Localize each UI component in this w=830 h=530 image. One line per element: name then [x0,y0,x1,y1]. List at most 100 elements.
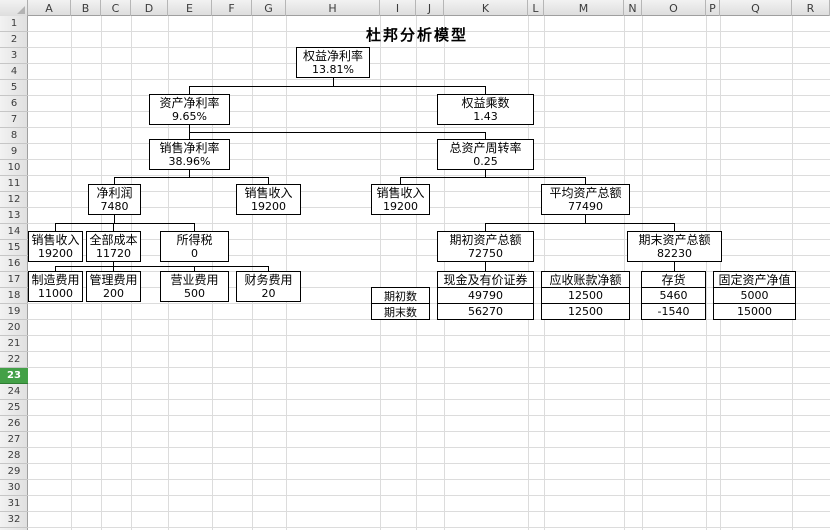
row-header-25[interactable]: 25 [0,400,28,416]
detail-value-cash-ending[interactable]: 56270 [437,303,534,320]
node-label: 全部成本 [89,233,138,247]
node-value: 19200 [38,247,73,260]
row-header-30[interactable]: 30 [0,480,28,496]
column-header-P[interactable]: P [706,0,720,16]
node-operating-expense[interactable]: 营业费用 500 [160,271,229,302]
column-header-D[interactable]: D [131,0,168,16]
row-header-20[interactable]: 20 [0,320,28,336]
row-header-10[interactable]: 10 [0,160,28,176]
node-net-profit-margin[interactable]: 销售净利率 38.96% [149,139,230,170]
node-label: 销售收入 [376,186,425,200]
detail-row-label-beginning[interactable]: 期初数 [371,287,430,304]
node-value: 200 [103,287,124,300]
row-header-15[interactable]: 15 [0,240,28,256]
column-header-R[interactable]: R [792,0,830,16]
row-header-4[interactable]: 4 [0,64,28,80]
detail-value-cash-beginning[interactable]: 49790 [437,287,534,304]
detail-col-header-fixed-assets[interactable]: 固定资产净值 [713,271,796,288]
row-header-16[interactable]: 16 [0,256,28,272]
node-sales-revenue-mid[interactable]: 销售收入 19200 [371,184,430,215]
row-header-31[interactable]: 31 [0,496,28,512]
node-total-cost[interactable]: 全部成本 11720 [86,231,141,262]
node-average-total-assets[interactable]: 平均资产总额 77490 [541,184,630,215]
row-header-18[interactable]: 18 [0,288,28,304]
row-header-14[interactable]: 14 [0,224,28,240]
row-header-3[interactable]: 3 [0,48,28,64]
node-label: 所得税 [176,233,213,247]
node-ending-total-assets[interactable]: 期末资产总额 82230 [627,231,722,262]
column-header-J[interactable]: J [416,0,444,16]
row-header-22[interactable]: 22 [0,352,28,368]
node-value: 19200 [383,200,418,213]
row-header-27[interactable]: 27 [0,432,28,448]
grid-line-vertical [416,16,417,530]
node-label: 净利润 [96,186,133,200]
column-header-F[interactable]: F [212,0,252,16]
node-value: 72750 [468,247,503,260]
column-header-A[interactable]: A [28,0,71,16]
detail-value-fixed-assets-beginning[interactable]: 5000 [713,287,796,304]
row-header-1[interactable]: 1 [0,16,28,32]
column-header-O[interactable]: O [642,0,706,16]
node-label: 平均资产总额 [549,186,622,200]
detail-value-receivables-ending[interactable]: 12500 [541,303,630,320]
detail-value-inventory-beginning[interactable]: 5460 [641,287,706,304]
row-header-7[interactable]: 7 [0,112,28,128]
row-header-21[interactable]: 21 [0,336,28,352]
row-header-17[interactable]: 17 [0,272,28,288]
column-header-N[interactable]: N [624,0,642,16]
detail-value-inventory-ending[interactable]: -1540 [641,303,706,320]
column-header-H[interactable]: H [286,0,380,16]
column-header-C[interactable]: C [101,0,131,16]
column-header-E[interactable]: E [168,0,212,16]
select-all-corner[interactable] [0,0,28,16]
row-header-11[interactable]: 11 [0,176,28,192]
column-header-L[interactable]: L [528,0,544,16]
row-header-8[interactable]: 8 [0,128,28,144]
select-all-triangle-icon [17,6,25,14]
node-label: 资产净利率 [159,96,220,110]
node-label: 销售收入 [244,186,293,200]
column-header-I[interactable]: I [380,0,416,16]
row-header-26[interactable]: 26 [0,416,28,432]
node-return-on-assets[interactable]: 资产净利率 9.65% [149,94,230,125]
detail-col-header-receivables[interactable]: 应收账款净额 [541,271,630,288]
row-header-28[interactable]: 28 [0,448,28,464]
row-header-5[interactable]: 5 [0,80,28,96]
node-label: 期末资产总额 [638,233,711,247]
node-financial-expense[interactable]: 财务费用 20 [236,271,301,302]
detail-col-header-inventory[interactable]: 存货 [641,271,706,288]
row-header-29[interactable]: 29 [0,464,28,480]
column-header-B[interactable]: B [71,0,101,16]
node-income-tax[interactable]: 所得税 0 [160,231,229,262]
node-admin-expense[interactable]: 管理费用 200 [86,271,141,302]
row-header-13[interactable]: 13 [0,208,28,224]
detail-col-header-cash[interactable]: 现金及有价证券 [437,271,534,288]
row-header-9[interactable]: 9 [0,144,28,160]
column-header-K[interactable]: K [444,0,528,16]
row-header-2[interactable]: 2 [0,32,28,48]
node-beginning-total-assets[interactable]: 期初资产总额 72750 [437,231,534,262]
row-header-23[interactable]: 23 [0,368,28,384]
detail-value-receivables-beginning[interactable]: 12500 [541,287,630,304]
node-sales-revenue-bottom[interactable]: 销售收入 19200 [28,231,83,262]
row-header-6[interactable]: 6 [0,96,28,112]
row-header-12[interactable]: 12 [0,192,28,208]
node-equity-multiplier[interactable]: 权益乘数 1.43 [437,94,534,125]
column-header-Q[interactable]: Q [720,0,792,16]
row-header-24[interactable]: 24 [0,384,28,400]
node-return-on-equity[interactable]: 权益净利率 13.81% [296,47,370,78]
column-header-G[interactable]: G [252,0,286,16]
node-total-asset-turnover[interactable]: 总资产周转率 0.25 [437,139,534,170]
detail-value-fixed-assets-ending[interactable]: 15000 [713,303,796,320]
node-sales-revenue-left[interactable]: 销售收入 19200 [236,184,301,215]
row-header-32[interactable]: 32 [0,512,28,528]
node-net-profit[interactable]: 净利润 7480 [88,184,141,215]
row-header-19[interactable]: 19 [0,304,28,320]
detail-row-label-ending[interactable]: 期末数 [371,303,430,320]
node-manufacturing-expense[interactable]: 制造费用 11000 [28,271,83,302]
node-value: 38.96% [168,155,211,168]
column-header-M[interactable]: M [544,0,624,16]
